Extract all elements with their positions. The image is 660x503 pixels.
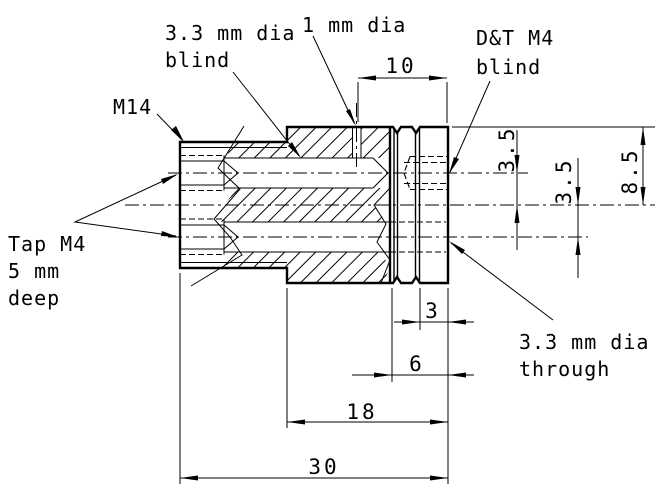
leader-dt-m4 [449, 80, 491, 173]
label-dt-m4-line1: D&T M4 [476, 26, 554, 50]
dim-18: 18 [346, 400, 377, 424]
section-hatching [208, 126, 390, 283]
dim-3-5-upper: 3.5 [495, 126, 519, 173]
label-dt-m4-line2: blind [476, 55, 541, 79]
tap-upper-arrow [161, 174, 178, 184]
break-lines [190, 125, 391, 287]
dimension-lines [179, 77, 655, 484]
dim-10: 10 [385, 54, 416, 78]
arrowheads [161, 75, 646, 481]
dt-m4-hole-lines [403, 155, 447, 191]
hatch-band-top [287, 127, 390, 158]
dim-30: 30 [308, 455, 339, 479]
label-tap-line2: 5 mm [8, 259, 60, 283]
label-m14: M14 [113, 95, 152, 119]
label-tap-line1: Tap M4 [8, 232, 86, 256]
dim-3-5-lower: 3.5 [552, 158, 576, 205]
label-through-line2: through [519, 357, 610, 381]
label-dia33-blind-line1: 3.3 mm dia [165, 21, 295, 45]
annotations: 3.3 mm dia blind 1 mm dia D&T M4 blind M… [8, 13, 649, 381]
leader-dia33-through [450, 242, 554, 321]
dt-m4-arrow [449, 157, 459, 174]
hatch-band-left-top [226, 142, 287, 158]
hatch-band-bottom [208, 252, 390, 283]
dia33-blind-arrow [288, 142, 301, 158]
vent-hole-lines [352, 127, 362, 158]
tap-lower-arrow [161, 231, 178, 237]
label-dia33-blind-line2: blind [165, 48, 230, 72]
dim-6: 6 [409, 352, 425, 376]
dim-3: 3 [425, 299, 441, 323]
dia1-arrow [346, 109, 356, 126]
leader-dia33-blind [232, 71, 300, 157]
leader-tap-m4 [73, 174, 177, 237]
dim-8-5: 8.5 [618, 148, 642, 195]
thread-lines-m14 [180, 147, 287, 263]
leader-lines [73, 35, 554, 321]
dia33-through-arrow [449, 241, 465, 254]
leader-dia1 [312, 35, 355, 124]
dimension-texts: 10 3.5 3.5 8.5 3 6 18 30 [308, 54, 642, 479]
upper-hole-lines [180, 154, 389, 192]
m14-arrow [171, 126, 184, 142]
lower-hole-lines [180, 218, 446, 256]
centerlines [125, 103, 655, 238]
label-through-line1: 3.3 mm dia [519, 330, 649, 354]
label-tap-line3: deep [8, 286, 60, 310]
label-dia1: 1 mm dia [302, 13, 406, 37]
